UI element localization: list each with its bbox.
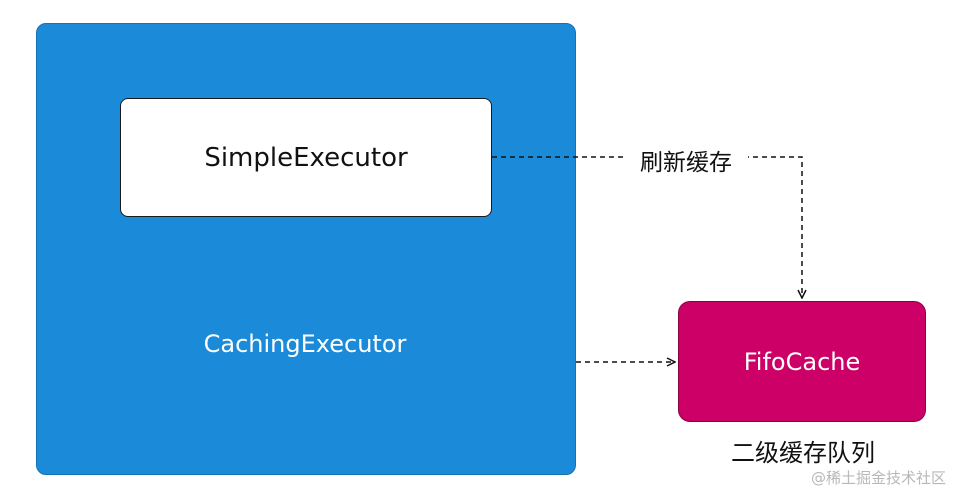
edge-simple-to-fifo bbox=[492, 156, 802, 298]
simple-executor-box: SimpleExecutor bbox=[120, 98, 492, 217]
simple-executor-label: SimpleExecutor bbox=[204, 142, 408, 173]
edge-label-refresh-cache: 刷新缓存 bbox=[624, 146, 748, 180]
watermark: @稀土掘金技术社区 bbox=[810, 469, 946, 487]
fifo-cache-box: FifoCache bbox=[678, 301, 926, 422]
caching-executor-label: CachingExecutor bbox=[203, 330, 407, 358]
fifo-cache-caption: 二级缓存队列 bbox=[731, 439, 875, 467]
fifo-cache-label: FifoCache bbox=[743, 347, 861, 376]
